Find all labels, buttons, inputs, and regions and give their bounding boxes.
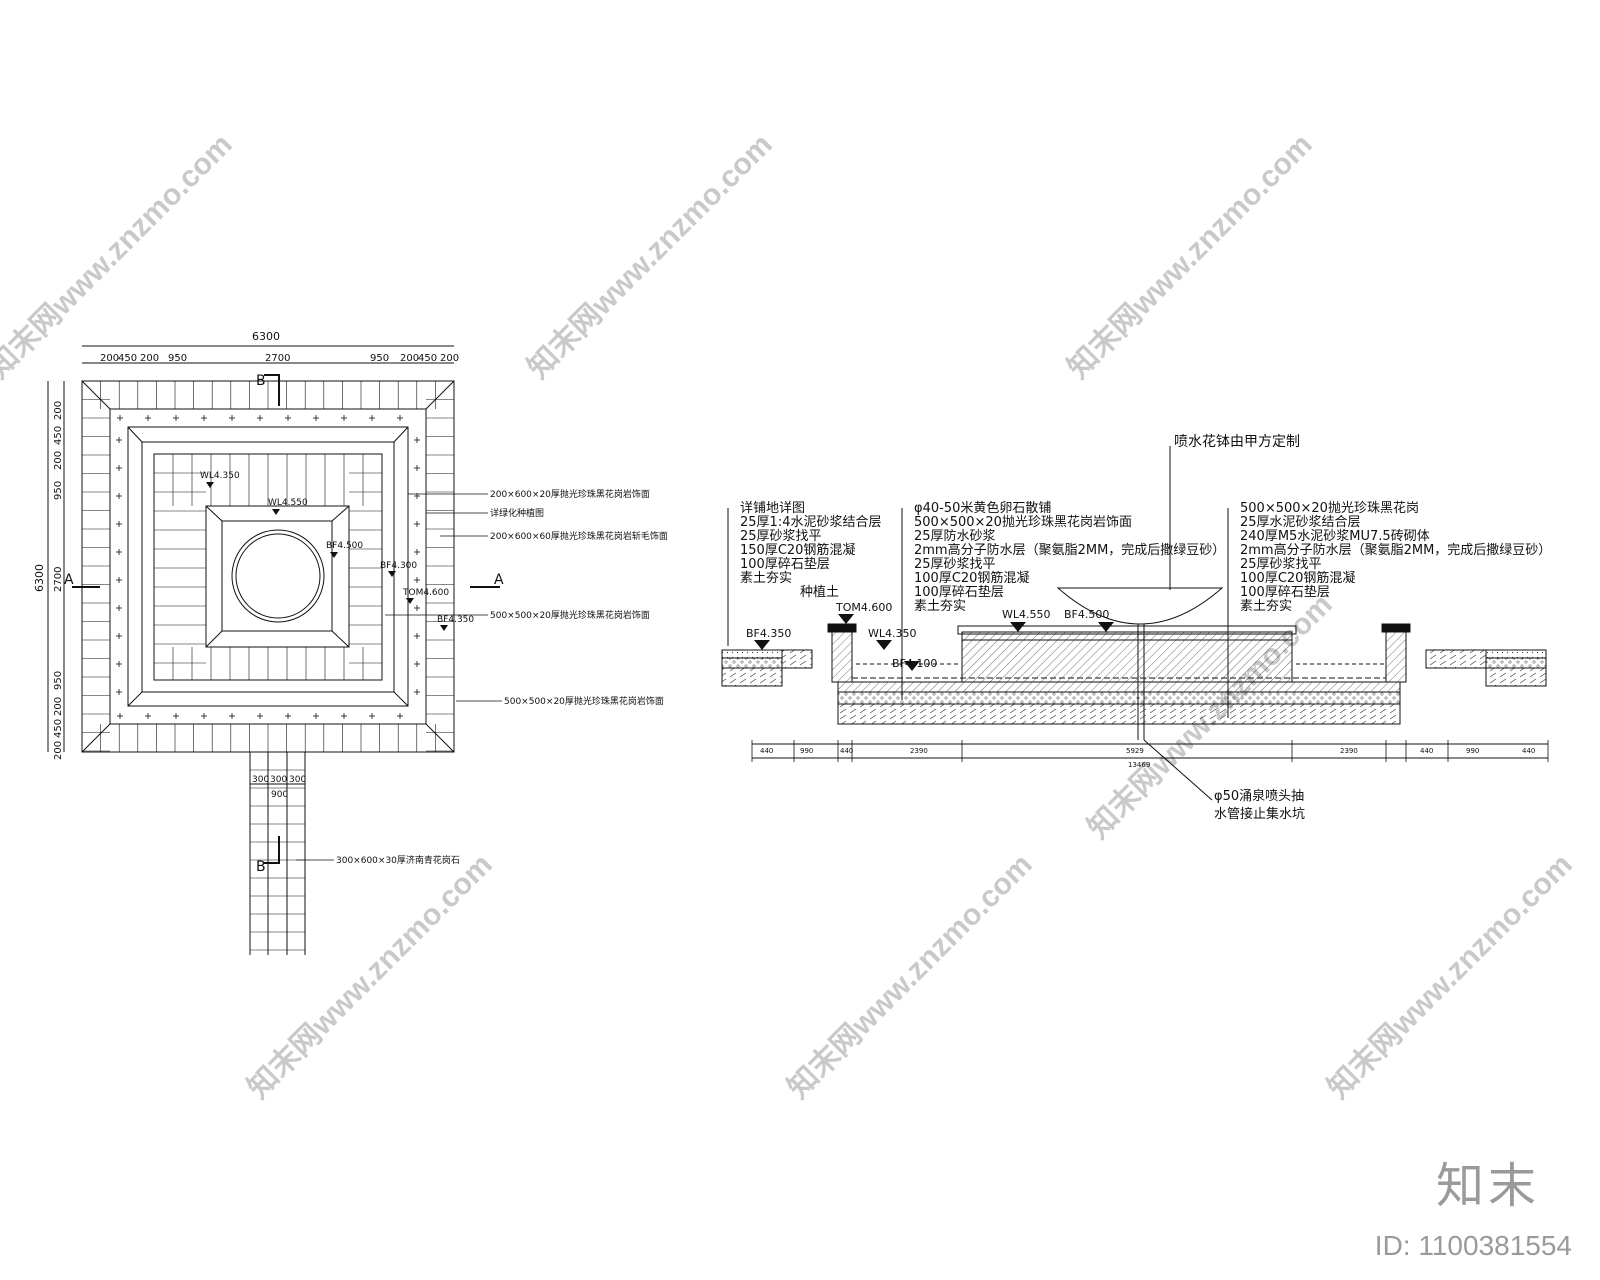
mid-layer-3: 25厚防水砂浆 xyxy=(914,528,996,544)
plan-dim-seg-3: 200 xyxy=(140,353,159,364)
left-layer-5: 100厚碎石垫层 xyxy=(740,556,830,572)
right-layer-1: 500×500×20抛光珍珠黑花岗 xyxy=(1240,500,1419,516)
plan-overall-width: 6300 xyxy=(252,330,280,343)
watermark-text: 知末网www.znzmo.com xyxy=(522,128,779,385)
plan-view xyxy=(47,345,502,955)
sec-dim-4: 2390 xyxy=(910,747,928,755)
plan-level-tom4600: TOM4.600 xyxy=(402,588,449,598)
sec-dim-1: 440 xyxy=(760,747,773,755)
plan-vdim-3: 200 xyxy=(53,451,64,470)
sec-dim-3: 440 xyxy=(840,747,853,755)
plan-callout-5: 500×500×20厚抛光珍珠黑花岗岩饰面 xyxy=(504,695,664,707)
planting-soil-note: 种植土 xyxy=(800,585,839,600)
right-layer-8: 素土夯实 xyxy=(1240,599,1292,614)
plan-dim-seg-7: 200 xyxy=(400,353,419,364)
section-labels: 喷水花钵由甲方定制 详铺地详图 25厚1:4水泥砂浆结合层 25厚砂浆找平 15… xyxy=(740,434,1551,822)
path-dim-total: 900 xyxy=(271,790,288,800)
right-layer-7: 100厚碎石垫层 xyxy=(1240,584,1330,600)
right-layer-3: 240厚M5水泥砂浆MU7.5砖砌体 xyxy=(1240,529,1430,544)
plan-dim-seg-6: 950 xyxy=(370,353,389,364)
sec-level-wl4550: WL4.550 xyxy=(1002,608,1051,621)
section-view xyxy=(721,446,1549,801)
mid-layer-1: φ40-50米黄色卵石散铺 xyxy=(914,500,1051,516)
left-layer-4: 150厚C20钢筋混凝 xyxy=(740,542,855,558)
section-b-bottom: B xyxy=(256,859,266,875)
plan-callout-6: 300×600×30厚济南青花岗石 xyxy=(336,854,460,866)
section-a-left: A xyxy=(64,572,74,588)
section-level-markers xyxy=(754,614,1114,671)
path-dim-2: 300 xyxy=(270,775,287,785)
sec-dim-total: 13469 xyxy=(1128,761,1150,769)
right-layer-6: 100厚C20钢筋混凝 xyxy=(1240,570,1355,586)
plan-callout-1: 200×600×20厚抛光珍珠黑花岗岩饰面 xyxy=(490,488,650,500)
right-layer-4: 2mm高分子防水层（聚氨脂2MM，完成后撒绿豆砂） xyxy=(1240,542,1551,558)
pipe-note-1: φ50涌泉喷头抽 xyxy=(1214,788,1304,804)
path-dim-1: 300 xyxy=(252,775,269,785)
watermark-layer: 知末网www.znzmo.com 知末网www.znzmo.com 知末网www.z… xyxy=(0,128,1579,1105)
brand-logo: 知末 xyxy=(1435,1158,1540,1214)
left-layer-1: 详铺地详图 xyxy=(740,501,805,516)
watermark-text: 知末网www.znzmo.com xyxy=(782,848,1039,1105)
sec-dim-5: 5929 xyxy=(1126,747,1144,755)
bowl-note: 喷水花钵由甲方定制 xyxy=(1174,434,1300,450)
plan-level-markers xyxy=(206,482,448,631)
plan-level-wl4350: WL4.350 xyxy=(200,471,240,481)
sec-level-wl4350: WL4.350 xyxy=(868,627,917,640)
plan-vdim-7: 200 xyxy=(53,697,64,716)
sec-level-bf4500: BF4.500 xyxy=(1064,608,1109,621)
plan-level-bf4350: BF4.350 xyxy=(437,615,474,625)
plan-vdim-4: 950 xyxy=(53,481,64,500)
mid-layer-8: 素土夯实 xyxy=(914,599,966,614)
mid-layer-4: 2mm高分子防水层（聚氨脂2MM，完成后撒绿豆砂） xyxy=(914,542,1225,558)
plan-vdim-9: 200 xyxy=(53,741,64,760)
plan-vdim-2: 450 xyxy=(53,426,64,445)
section-a-right: A xyxy=(494,572,504,588)
sec-dim-9: 440 xyxy=(1522,747,1535,755)
sec-level-bf4350: BF4.350 xyxy=(746,627,791,640)
plan-level-wl4550: WL4.550 xyxy=(268,498,308,508)
plan-level-bf4500: BF4.500 xyxy=(326,541,363,551)
path-dim-3: 300 xyxy=(289,775,306,785)
mid-layer-5: 25厚砂浆找平 xyxy=(914,557,996,572)
watermark-text: 知末网www.znzmo.com xyxy=(1062,128,1319,385)
plan-dim-seg-9: 200 xyxy=(440,353,459,364)
left-layer-3: 25厚砂浆找平 xyxy=(740,529,822,544)
plan-dim-seg-8: 450 xyxy=(418,353,437,364)
right-layer-2: 25厚水泥砂浆结合层 xyxy=(1240,515,1361,530)
sec-dim-6: 2390 xyxy=(1340,747,1358,755)
plan-dim-seg-4: 950 xyxy=(168,353,187,364)
plan-callout-4: 500×500×20厚抛光珍珠黑花岗岩饰面 xyxy=(490,609,650,621)
watermark-text: 知末网www.znzmo.com xyxy=(1322,848,1579,1105)
plan-dim-seg-5: 2700 xyxy=(265,353,290,364)
plan-labels: 6300 200 450 200 950 2700 950 200 450 20… xyxy=(33,330,668,875)
mid-layer-2: 500×500×20抛光珍珠黑花岗岩饰面 xyxy=(914,514,1132,530)
image-id: ID: 1100381554 xyxy=(1374,1230,1572,1261)
plan-callout-3: 200×600×60厚抛光珍珠黑花岗岩斩毛饰面 xyxy=(490,530,668,542)
mid-layer-7: 100厚碎石垫层 xyxy=(914,584,1004,600)
plan-vdim-1: 200 xyxy=(53,401,64,420)
plan-level-bf4300: BF4.300 xyxy=(380,561,417,571)
plan-dim-seg-2: 450 xyxy=(118,353,137,364)
mid-layer-6: 100厚C20钢筋混凝 xyxy=(914,570,1029,586)
left-layer-6: 素土夯实 xyxy=(740,571,792,586)
sec-level-tom4600: TOM4.600 xyxy=(835,601,892,614)
right-layer-5: 25厚砂浆找平 xyxy=(1240,557,1322,572)
pipe-note-2: 水管接止集水坑 xyxy=(1214,806,1305,822)
left-layer-2: 25厚1:4水泥砂浆结合层 xyxy=(740,515,881,530)
plan-dim-seg-1: 200 xyxy=(100,353,119,364)
plan-vdim-8: 450 xyxy=(53,719,64,738)
sec-dim-2: 990 xyxy=(800,747,813,755)
watermark-text: 知末网www.znzmo.com xyxy=(242,848,499,1105)
sec-dim-7: 440 xyxy=(1420,747,1433,755)
plan-vdim-5: 2700 xyxy=(53,567,64,592)
sec-dim-8: 990 xyxy=(1466,747,1479,755)
plan-callout-2: 详绿化种植图 xyxy=(490,507,544,519)
section-b-top: B xyxy=(256,373,266,389)
plan-vdim-6: 950 xyxy=(53,671,64,690)
sec-level-bf4100: BF4.100 xyxy=(892,657,937,670)
plan-overall-height: 6300 xyxy=(33,564,46,592)
